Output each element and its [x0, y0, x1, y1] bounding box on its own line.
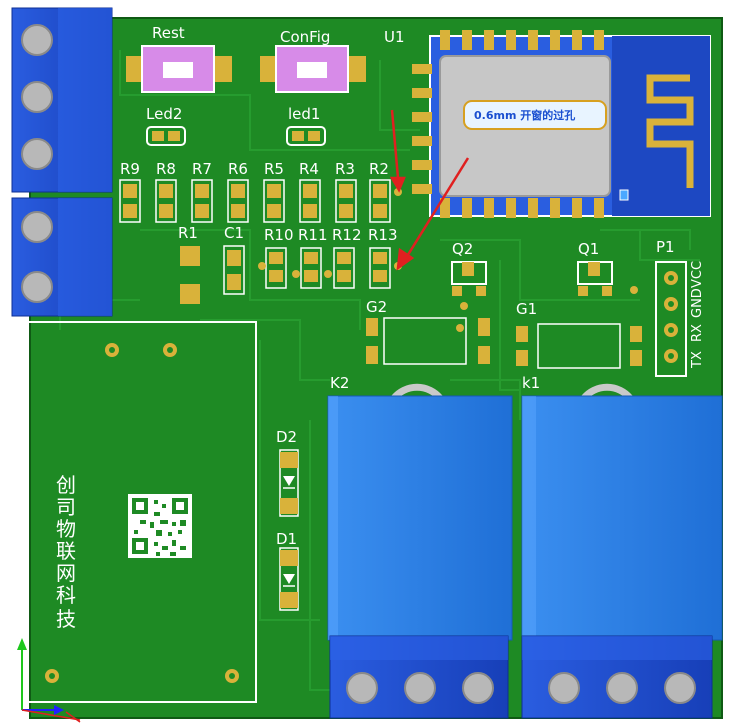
label-r12: R12	[332, 226, 362, 244]
copper-traces	[59, 50, 700, 691]
transistor-q2	[451, 261, 487, 310]
g1-label: G1	[516, 300, 537, 318]
regulator-g1	[516, 323, 642, 369]
label-r9: R9	[120, 160, 140, 178]
q1-label: Q1	[578, 240, 599, 258]
label-r3: R3	[335, 160, 355, 178]
k2-label: K2	[330, 374, 349, 392]
terminal-block-mid	[11, 197, 113, 317]
relay-k2	[327, 383, 513, 641]
diode-d2	[279, 449, 299, 517]
terminal-block-bottom-left	[329, 635, 509, 719]
d2-label: D2	[276, 428, 297, 446]
p1-label: P1	[656, 238, 675, 256]
config-button[interactable]	[260, 45, 366, 93]
label-c1: C1	[224, 224, 244, 242]
vertical-company-text: 创 司 物 联 网 科 技	[56, 473, 76, 631]
rest-label: Rest	[152, 24, 185, 42]
resistor-row-1-labels: R9 R8 R7 R6 R5 R4 R3 R2	[120, 160, 389, 178]
annotation-callout: 0.6mm 开窗的过孔	[463, 100, 607, 130]
header-p1	[655, 261, 687, 377]
led1	[286, 126, 326, 146]
led2	[146, 126, 186, 146]
label-r4: R4	[299, 160, 319, 178]
terminal-block-bottom-right	[521, 635, 713, 719]
label-r11: R11	[298, 226, 328, 244]
label-r8: R8	[156, 160, 176, 178]
arrow-icon	[389, 109, 470, 271]
u1-label: U1	[384, 28, 405, 46]
pin-gnd: GND	[690, 288, 705, 318]
label-r5: R5	[264, 160, 284, 178]
resistor-row-1	[119, 179, 391, 223]
resistor-row-2	[180, 188, 402, 304]
q2-label: Q2	[452, 240, 473, 258]
diode-d1	[279, 547, 299, 611]
label-r13: R13	[368, 226, 398, 244]
cjk-char-6: 技	[56, 607, 76, 631]
config-label: ConFig	[280, 28, 330, 46]
relay-k1	[521, 383, 723, 641]
cjk-char-1: 司	[56, 495, 76, 519]
pin-tx: TX	[690, 351, 705, 369]
resistor-row-2-labels: R1 C1 R10 R11 R12 R13	[178, 224, 398, 244]
label-r1: R1	[178, 224, 198, 242]
cjk-char-2: 物	[56, 517, 76, 541]
k1-label: k1	[522, 374, 540, 392]
label-r10: R10	[264, 226, 294, 244]
cjk-char-0: 创	[56, 473, 76, 497]
header-pin-labels: VCC GND RX TX	[690, 261, 705, 369]
g2-label: G2	[366, 298, 387, 316]
cjk-char-5: 科	[56, 583, 76, 607]
pin-vcc: VCC	[690, 261, 705, 288]
d1-label: D1	[276, 530, 297, 548]
annotation-text: 0.6mm 开窗的过孔	[474, 108, 575, 122]
label-r6: R6	[228, 160, 248, 178]
axis-triad-icon	[17, 638, 81, 723]
pin-rx: RX	[690, 324, 705, 342]
terminal-block-top	[11, 7, 113, 193]
cjk-char-4: 网	[56, 561, 76, 585]
label-r2: R2	[369, 160, 389, 178]
qr-code-icon	[128, 494, 192, 558]
module-outline-left	[27, 321, 257, 703]
led2-label: Led2	[146, 105, 182, 123]
label-r7: R7	[192, 160, 212, 178]
led1-label: led1	[288, 105, 320, 123]
transistor-q1	[577, 261, 638, 296]
cjk-char-3: 联	[56, 539, 76, 563]
regulator-g2	[366, 317, 490, 365]
rest-button[interactable]	[126, 45, 232, 93]
